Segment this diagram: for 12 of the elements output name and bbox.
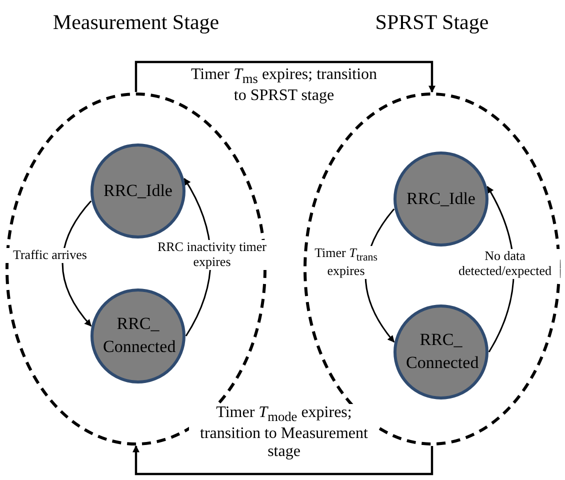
edge-label: Timer T$_{mode}$ expires; transition to Measurement stage: [189, 404, 379, 462]
arrow: [62, 200, 92, 327]
state-label: RRC_Idle: [104, 180, 172, 202]
arrow: [132, 445, 434, 476]
state-label: RRC_ Connected: [406, 329, 476, 374]
state-label: RRC_Idle: [406, 188, 476, 210]
stage-heading: Measurement Stage: [52, 10, 220, 35]
arrow: [134, 60, 436, 93]
stage-heading: SPRST Stage: [374, 10, 490, 35]
state-label: RRC_ Connected: [103, 313, 173, 358]
edge-label: Timer T$_{ms}$ expires; transition to SPRST stage: [189, 66, 379, 105]
edge-label: RRC inactivity timer expires: [156, 240, 268, 270]
